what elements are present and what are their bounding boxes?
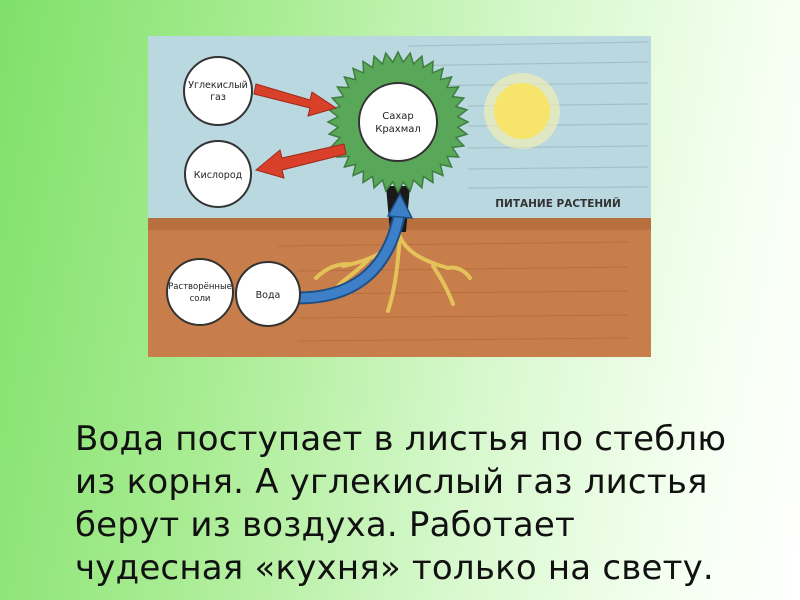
caption-line-1: Вода поступает в листья по стеблю — [75, 419, 727, 459]
caption-line-3: берут из воздуха. Работает — [75, 505, 575, 545]
soil-text-texture — [277, 241, 629, 342]
salts-label-line2: соли — [190, 294, 211, 304]
co2-circle — [183, 56, 253, 126]
co2-label-line1: Углекислый — [188, 80, 248, 91]
oxygen-arrow — [254, 143, 347, 179]
plant-nutrition-diagram: Сахар Крахмал Углекислый газ Кислород — [148, 36, 651, 357]
diagram-title: ПИТАНИЕ РАСТЕНИЙ — [495, 197, 621, 210]
starch-label: Крахмал — [375, 124, 421, 135]
caption-line-2: из корня. А углекислый газ листья — [75, 462, 708, 502]
salts-label-line1: Растворённые — [168, 282, 232, 292]
co2-label-line2: газ — [210, 92, 226, 103]
oxygen-label: Кислород — [194, 170, 243, 181]
diagram-canvas: Сахар Крахмал Углекислый газ Кислород — [148, 36, 651, 357]
water-circle — [235, 261, 301, 327]
sugar-label: Сахар — [382, 111, 414, 122]
caption-text: Вода поступает в листья по стеблю из кор… — [75, 418, 775, 590]
caption-line-4: чудесная «кухня» только на свету. — [75, 548, 714, 588]
co2-arrow — [253, 83, 338, 117]
oxygen-circle — [184, 140, 252, 208]
water-label: Вода — [256, 290, 281, 301]
sugar-starch-circle — [358, 82, 438, 162]
water-arrow — [297, 192, 414, 305]
sun-icon — [484, 73, 560, 149]
salts-circle — [166, 258, 234, 326]
